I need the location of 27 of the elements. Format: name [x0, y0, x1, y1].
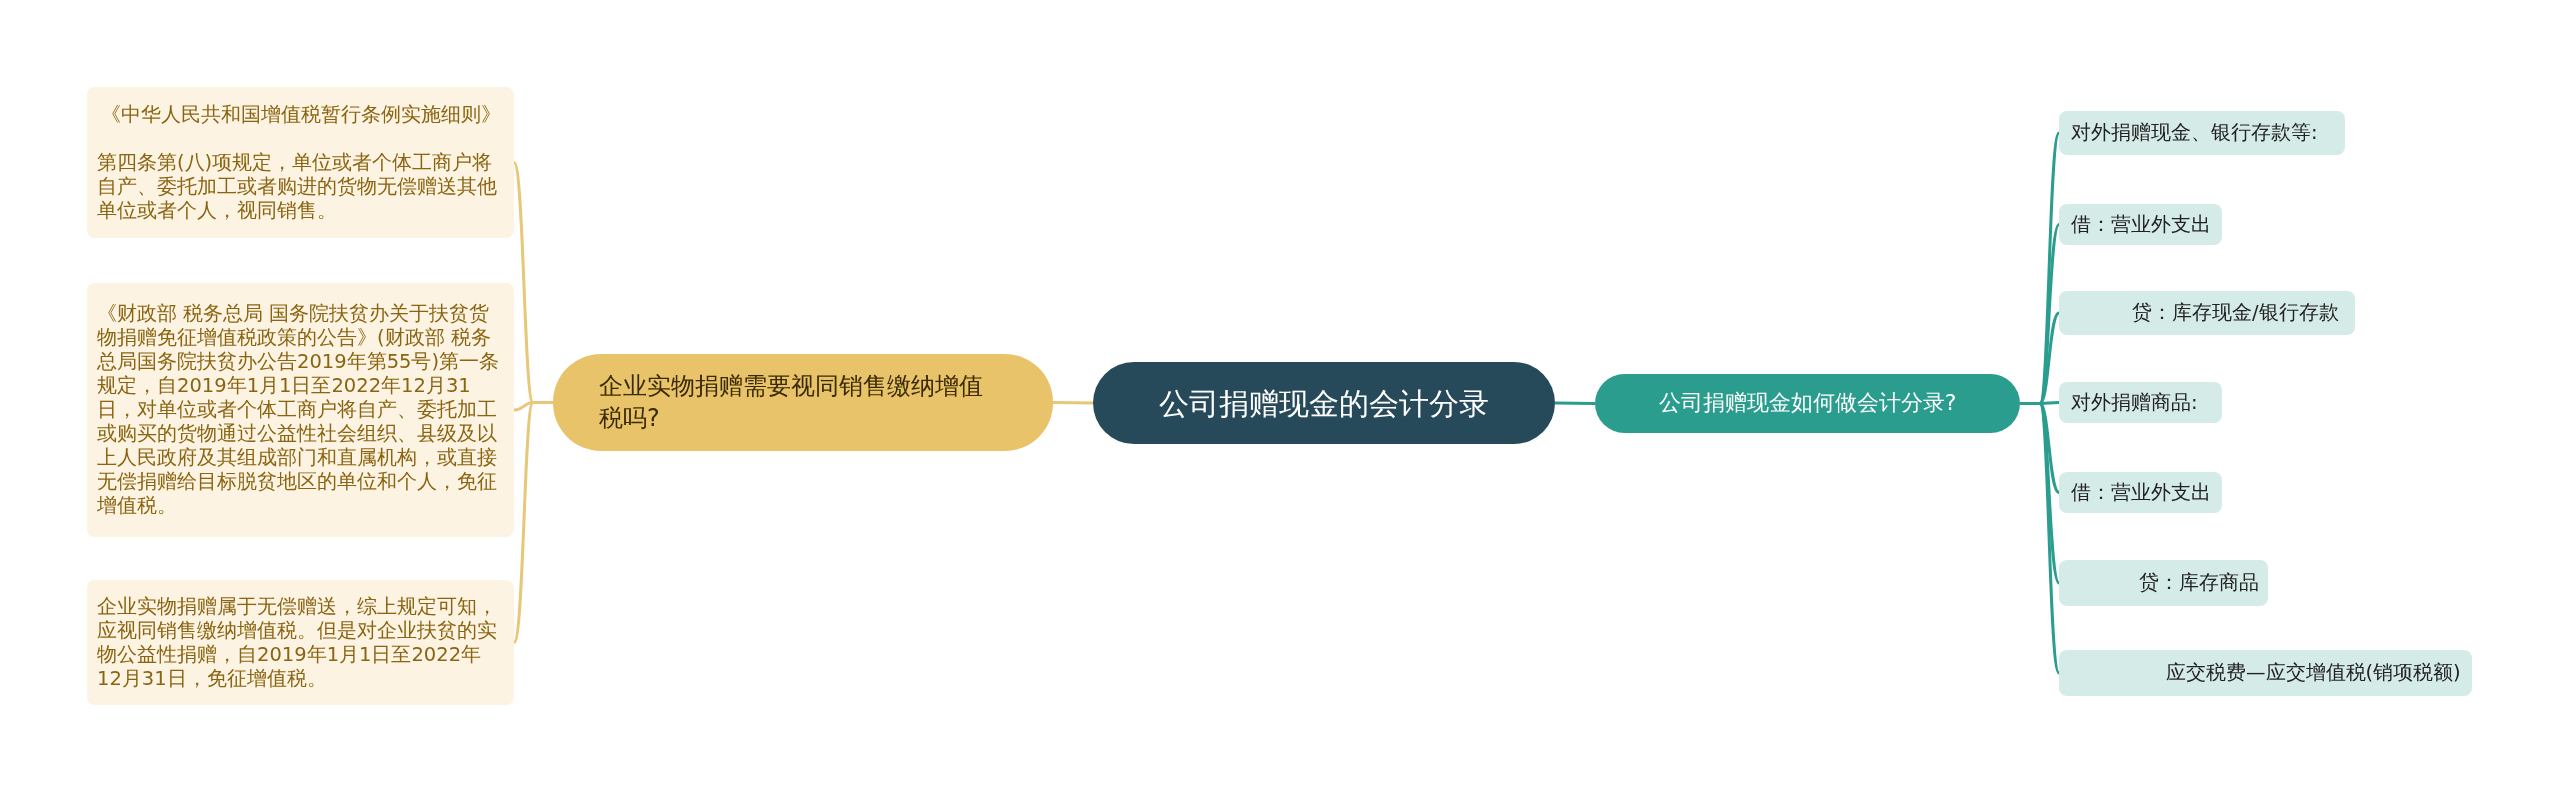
entry-box: [2059, 204, 2222, 245]
connector-line: [1052, 401, 1094, 405]
note-card: [87, 283, 514, 537]
entry-box: [2059, 291, 2355, 335]
note-card: [87, 580, 514, 705]
entry-box: [2059, 650, 2472, 696]
entry-text: 贷：库存现金/银行存款: [2132, 300, 2340, 326]
topic-text: 企业实物捐赠需要视同销售缴纳增值税吗?: [599, 371, 984, 434]
entry-box: [2059, 472, 2222, 513]
entry-text: 对外捐赠商品:: [2071, 389, 2199, 416]
topic-text: 公司捐赠现金的会计分录: [1158, 384, 1490, 423]
note-text: 第四条第(八)项规定，单位或者个体工商户将自产、委托加工或者购进的货物无偿赠送其他单位或者个人，视同销售。: [97, 150, 498, 223]
entry-text: 借：营业外支出: [2071, 211, 2212, 238]
entry-box: [2059, 111, 2345, 155]
connector-line: [1554, 401, 1596, 405]
entry-text: 借：营业外支出: [2071, 479, 2212, 506]
entry-box: [2059, 560, 2268, 606]
note-heading: 《中华人民共和国增值税暂行条例实施细则》: [99, 102, 502, 127]
topic-text: 公司捐赠现金如何做会计分录?: [1657, 389, 1958, 418]
entry-text: 应交税费—应交增值税(销项税额): [2166, 660, 2462, 686]
entry-text: 对外捐赠现金、银行存款等:: [2071, 120, 2319, 146]
note-card: [87, 87, 514, 238]
note-text: 企业实物捐赠属于无偿赠送，综上规定可知，应视同销售缴纳增值税。但是对企业扶贫的实物公益性捐赠，自2019年1月1日至2022年12月31日，免征增值税。: [97, 594, 498, 691]
entry-box: [2059, 382, 2222, 423]
note-text: 《财政部 税务总局 国务院扶贫办关于扶贫货物捐赠免征增值税政策的公告》(财政部 税务总局国务院扶贫办公告2019年第55号)第一条规定，自2019年1月1日至2022年12月31日，对单位或者个体工商户将自产、委托加工或购买的货物通过公益性社会组织、县级及以上人民政府及其组成部门和直属机构，或直接无偿捐赠给目标脱贫地区的单位和个人，免征增值税。: [97, 302, 501, 518]
connector-line: [512, 401, 553, 644]
entry-text: 贷：库存商品: [2139, 570, 2260, 596]
